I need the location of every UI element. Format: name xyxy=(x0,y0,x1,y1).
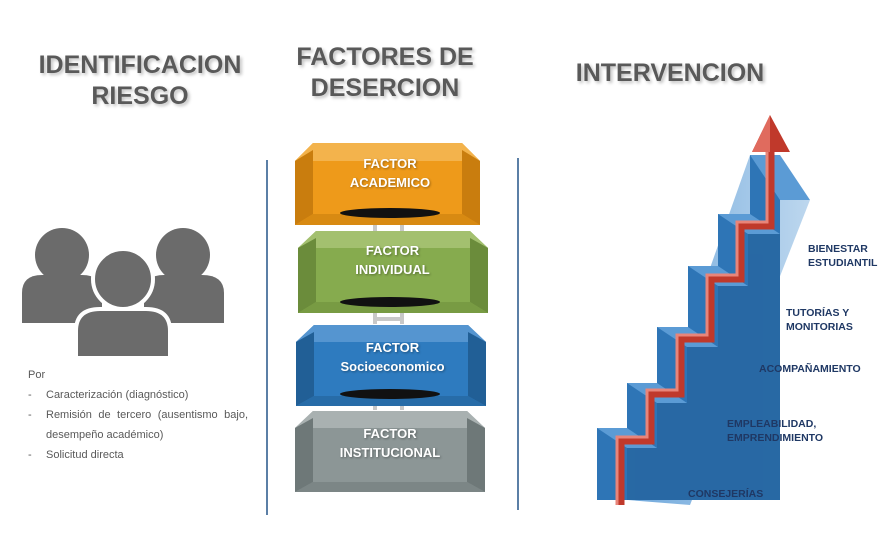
step-label-line: BIENESTAR xyxy=(808,243,868,255)
person-head-left xyxy=(35,228,89,282)
person-body-right xyxy=(144,275,224,323)
factor-label-individual: FACTOR INDIVIDUAL xyxy=(300,241,485,279)
factor-label-line: ACADEMICO xyxy=(349,175,431,190)
factor-block-socioeconomico xyxy=(296,325,486,406)
step-label-consejerias: CONSEJERÍAS xyxy=(688,487,763,501)
person-head-right xyxy=(156,228,210,282)
person-body-left xyxy=(22,275,102,323)
factor-label-line: INDIVIDUAL xyxy=(355,262,430,277)
heading-line: IDENTIFICACION xyxy=(38,51,242,79)
person-body-center xyxy=(74,307,172,360)
list-item: Caracterización (diagnóstico) xyxy=(28,385,248,405)
factor-label-line: FACTOR xyxy=(363,156,417,171)
factor-label-line: INSTITUCIONAL xyxy=(339,445,441,460)
step-label-bienestar: BIENESTAR ESTUDIANTIL xyxy=(808,242,877,270)
step-label-line: ACOMPAÑAMIENTO xyxy=(759,363,861,375)
factor-label-institucional: FACTOR INSTITUCIONAL xyxy=(300,424,480,462)
step-label-acompanamiento: ACOMPAÑAMIENTO xyxy=(759,362,861,376)
factor-block-individual xyxy=(298,231,488,313)
step-label-line: TUTORÍAS Y xyxy=(786,307,850,319)
heading-line: DESERCION xyxy=(310,74,460,102)
factor-label-line: Socioeconomico xyxy=(340,359,445,374)
factor-block-academico xyxy=(295,143,480,225)
factor-label-line: FACTOR xyxy=(363,426,417,441)
step-label-line: EMPLEABILIDAD, xyxy=(727,418,817,430)
heading-identificacion-riesgo: IDENTIFICACION RIESGO xyxy=(30,50,250,112)
factor-block-institucional xyxy=(295,411,485,492)
step-label-line: MONITORIAS xyxy=(786,321,853,333)
step-label-empleabilidad: EMPLEABILIDAD, EMPRENDIMIENTO xyxy=(727,417,823,445)
heading-line: INTERVENCION xyxy=(575,59,765,87)
user-group-icon xyxy=(22,228,224,360)
factor-label-socioeconomico: FACTOR Socioeconomico xyxy=(300,338,485,376)
heading-line: FACTORES DE xyxy=(296,43,474,71)
heading-intervencion: INTERVENCION xyxy=(560,58,780,89)
step-label-line: ESTUDIANTIL xyxy=(808,257,878,269)
factor-label-academico: FACTOR ACADEMICO xyxy=(300,154,480,192)
staircase-shading xyxy=(627,234,780,500)
step-label-tutorias: TUTORÍAS Y MONITORIAS xyxy=(786,306,853,334)
connector-rung xyxy=(373,317,404,321)
column-divider-right xyxy=(517,158,519,510)
heading-factores-desercion: FACTORES DE DESERCION xyxy=(285,42,485,104)
step-label-line: CONSEJERÍAS xyxy=(688,488,764,500)
list-intro: Por xyxy=(28,369,46,381)
up-arrow-icon xyxy=(615,115,790,505)
factor-label-line: FACTOR xyxy=(365,340,420,355)
list-item: Solicitud directa xyxy=(28,445,248,465)
identification-list: Por Caracterización (diagnóstico) Remisi… xyxy=(28,365,248,465)
column-divider-left xyxy=(266,160,268,515)
step-label-line: EMPRENDIMIENTO xyxy=(727,432,824,444)
step-top xyxy=(750,155,810,200)
list-item: Remisión de tercero (ausentismo bajo, de… xyxy=(28,405,248,445)
factor-label-line: FACTOR xyxy=(365,243,420,258)
heading-line: RIESGO xyxy=(91,82,189,110)
